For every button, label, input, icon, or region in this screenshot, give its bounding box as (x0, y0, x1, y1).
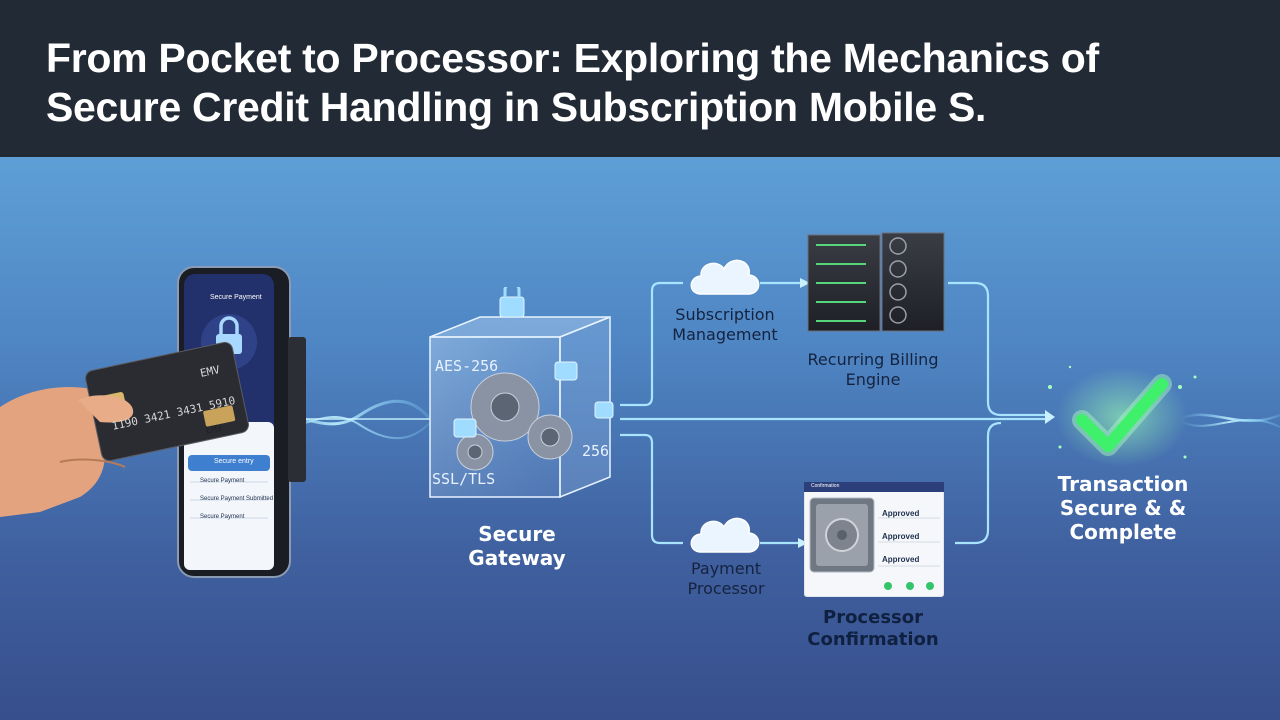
secure-gateway-label: Secure Gateway (468, 522, 566, 570)
checkmark-icon (1056, 367, 1188, 467)
server-rack-icon (807, 232, 945, 332)
gateway-tag-ssl: SSL/TLS (432, 470, 496, 488)
confirmation-entry: Approved (882, 532, 920, 541)
gateway-tag-256: 256 (582, 442, 610, 460)
confirmation-screen (804, 482, 944, 597)
processor-confirmation-label: Processor Confirmation (807, 607, 939, 650)
gear-icon (456, 372, 573, 471)
sparkles (1048, 365, 1197, 459)
confirmation-header: Confirmation (811, 483, 840, 489)
phone-screen-title: Secure Payment (210, 294, 262, 301)
flow-lines (620, 281, 1045, 545)
phone-list-item: Secure Payment (200, 514, 245, 520)
payment-flow-diagram: Secure Payment Secure entry Secure Payme… (0, 157, 1280, 720)
title-bar: From Pocket to Processor: Exploring the … (0, 0, 1280, 157)
payment-processor-label: Payment Processor (687, 559, 765, 598)
vault-icon (809, 497, 875, 573)
phone-list-item: Secure Payment (200, 478, 245, 484)
phone-list-item: Secure Payment Submitted (200, 496, 274, 502)
confirmation-entry: Approved (882, 555, 920, 564)
cloud-icon (690, 259, 760, 295)
lock-icon (453, 287, 614, 438)
phone-secure-button[interactable]: Secure entry (214, 458, 254, 465)
confirmation-entry: Approved (882, 509, 920, 518)
cloud-icon (690, 517, 760, 553)
flow-arrowheads (798, 278, 1055, 548)
gateway-tag-aes: AES-256 (435, 357, 499, 375)
smartphone-icon (0, 266, 306, 578)
page-title: From Pocket to Processor: Exploring the … (46, 35, 1099, 131)
recurring-billing-label: Recurring Billing Engine (807, 350, 939, 389)
transaction-complete-label: Transaction Secure & & Complete (1057, 472, 1189, 544)
subscription-management-label: Subscription Management (672, 305, 778, 344)
data-stream-right (1179, 413, 1280, 428)
secure-gateway-cube (429, 287, 614, 499)
